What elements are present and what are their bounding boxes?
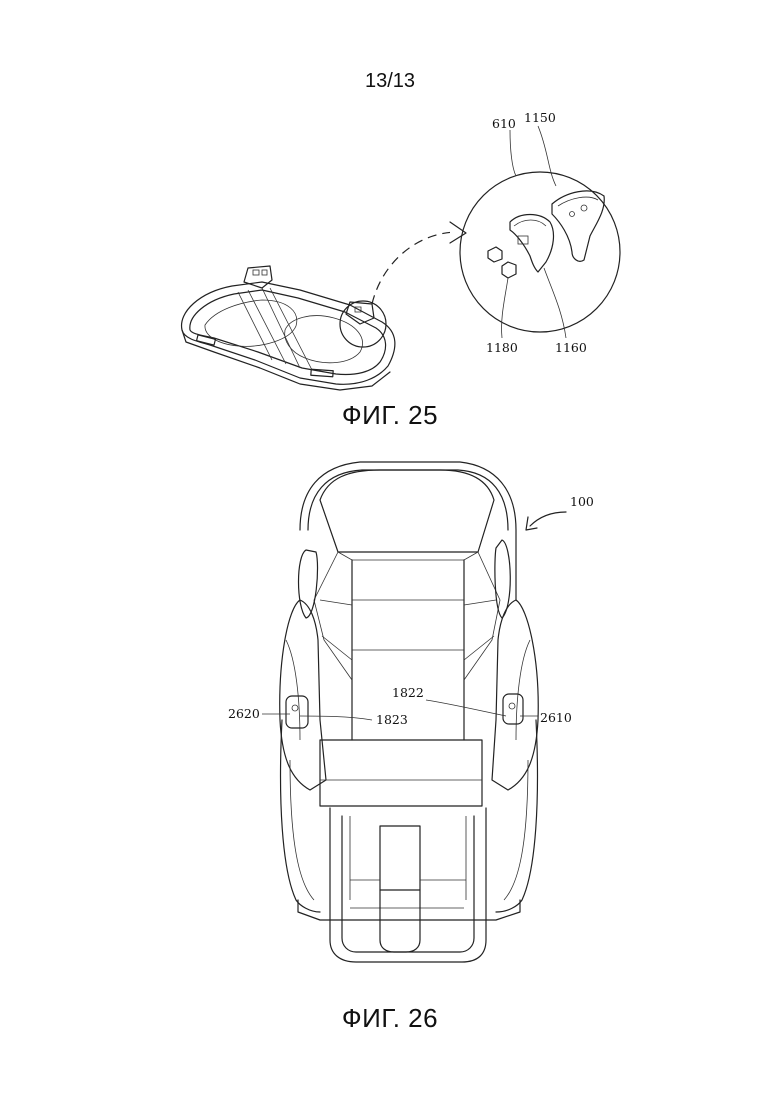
detail-callout-large	[460, 172, 620, 332]
part-1180	[488, 247, 516, 278]
detail-callout-small	[340, 301, 386, 347]
detail-arrow-path	[372, 232, 458, 304]
label-100: 100	[570, 494, 594, 509]
figure-26-caption: ФИГ. 26	[0, 1003, 780, 1034]
part-1150	[552, 191, 604, 261]
label-1822: 1822	[392, 685, 424, 700]
label-1160: 1160	[555, 340, 587, 355]
label-1180: 1180	[486, 340, 518, 355]
label-610: 610	[492, 116, 516, 131]
label-2620: 2620	[228, 706, 260, 721]
arrow-head	[450, 222, 466, 243]
label-2610: 2610	[540, 710, 572, 725]
label-1150: 1150	[524, 110, 556, 125]
footrest-assembly	[182, 266, 395, 390]
figure-25-caption: ФИГ. 25	[0, 400, 780, 431]
figure-26-drawing	[262, 462, 566, 962]
label-1823: 1823	[376, 712, 408, 727]
part-1160	[510, 215, 553, 273]
